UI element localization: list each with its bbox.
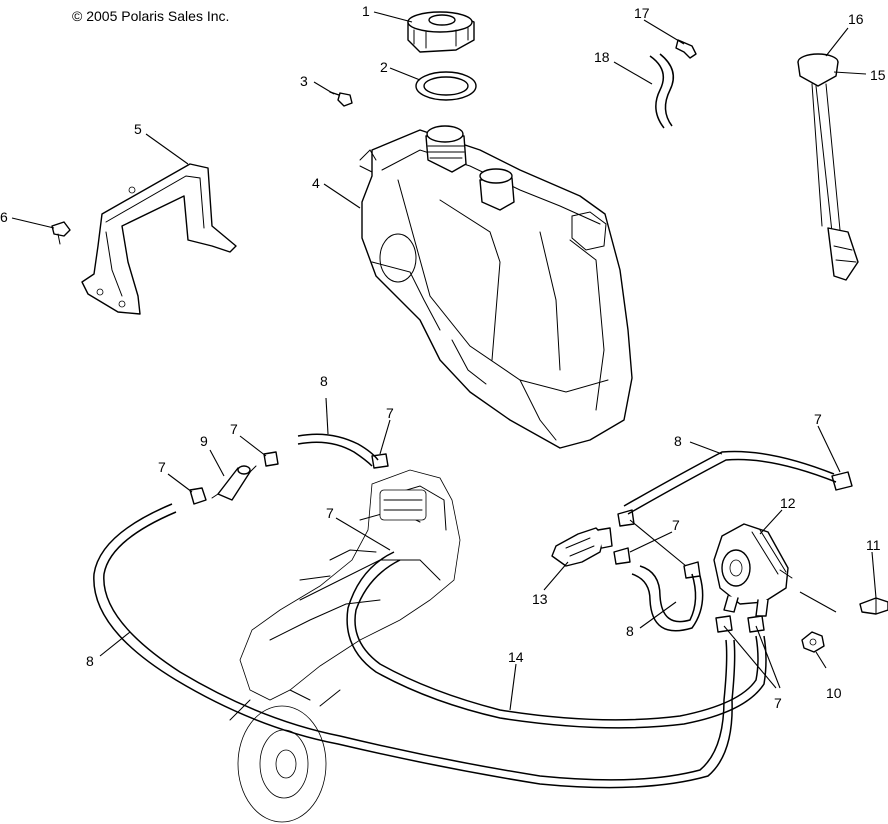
callout-16: 16	[848, 11, 864, 27]
fuel-pump	[713, 523, 793, 617]
callout-6: 6	[0, 209, 8, 225]
fuel-cap	[407, 11, 475, 53]
callout-5: 5	[134, 121, 142, 137]
callout-14: 14	[508, 649, 524, 665]
check-valve	[551, 527, 613, 567]
callout-17: 17	[634, 5, 650, 21]
fuel-tank	[359, 125, 633, 449]
leader-lines	[11, 11, 877, 711]
callout-7c: 7	[158, 459, 166, 475]
callout-labels: 1 2 3 4 5 6 7 7 7 7 7 7 7 8 8 8 8 9 10 1…	[0, 3, 886, 711]
callout-9: 9	[200, 433, 208, 449]
hose-loop-left	[93, 503, 736, 789]
pump-bolt	[859, 597, 888, 615]
callout-12: 12	[780, 495, 796, 511]
callout-8d: 8	[626, 623, 634, 639]
callout-7f: 7	[672, 517, 680, 533]
callout-7g: 7	[774, 695, 782, 711]
callout-3: 3	[300, 73, 308, 89]
screw	[329, 91, 353, 107]
fuel-gauge-sender	[797, 53, 859, 281]
callout-1: 1	[362, 3, 370, 19]
cap-gasket	[415, 71, 477, 101]
callout-13: 13	[532, 591, 548, 607]
pump-nut	[801, 631, 825, 653]
fuel-filter	[211, 465, 257, 501]
callout-8a: 8	[320, 373, 328, 389]
tank-bracket	[81, 163, 237, 315]
hose-pump	[631, 565, 704, 632]
callout-18: 18	[594, 49, 610, 65]
callout-7b: 7	[230, 421, 238, 437]
copyright-notice: © 2005 Polaris Sales Inc.	[72, 8, 230, 24]
callout-8b: 8	[674, 433, 682, 449]
hose-right	[623, 450, 837, 515]
callout-7d: 7	[326, 505, 334, 521]
vent-hose	[649, 53, 675, 129]
callout-10: 10	[826, 685, 842, 701]
callout-2: 2	[380, 59, 388, 75]
callout-4: 4	[312, 175, 320, 191]
bracket-bolt	[51, 221, 71, 245]
vent-fitting	[675, 39, 697, 59]
callout-7e: 7	[814, 411, 822, 427]
engine-frame-outline	[229, 469, 461, 823]
hose-short-top	[297, 433, 379, 467]
callout-15: 15	[870, 67, 886, 83]
callout-11: 11	[866, 537, 881, 553]
callout-8c: 8	[86, 653, 94, 669]
fuel-line	[346, 551, 767, 729]
callout-7a: 7	[386, 405, 394, 421]
